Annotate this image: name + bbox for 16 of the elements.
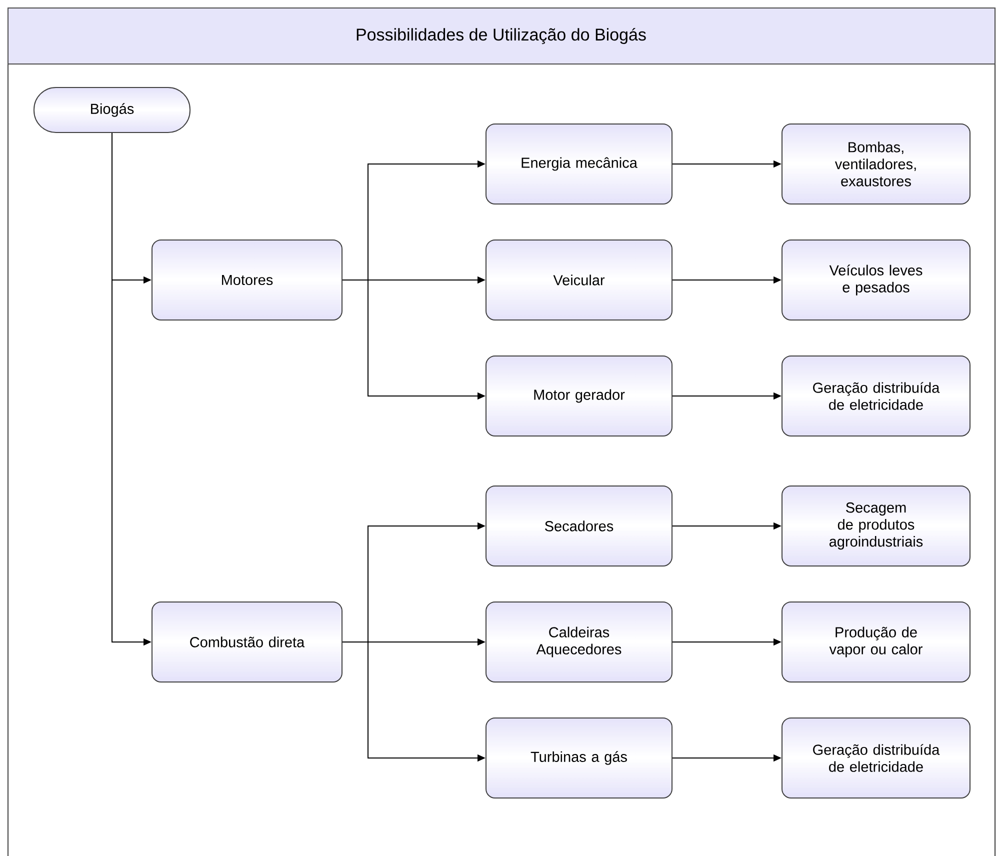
process-box: Secadores — [486, 486, 672, 566]
process-box: Motor gerador — [486, 356, 672, 436]
process-box: Turbinas a gás — [486, 718, 672, 798]
terminal-oval: Biogás — [34, 87, 190, 133]
process-box: Bombas, ventiladores, exaustores — [782, 124, 970, 204]
process-box: Combustão direta — [152, 602, 342, 682]
process-box: Veicular — [486, 240, 672, 320]
process-box: Motores — [152, 240, 342, 320]
process-box: Caldeiras Aquecedores — [486, 602, 672, 682]
process-box: Geração distribuída de eletricidade — [782, 718, 970, 798]
process-box: Secagem de produtos agroindustriais — [782, 486, 970, 566]
process-box: Produção de vapor ou calor — [782, 602, 970, 682]
title-band: Possibilidades de Utilização do Biogás — [8, 8, 996, 64]
process-box: Geração distribuída de eletricidade — [782, 356, 970, 436]
process-box: Energia mecânica — [486, 124, 672, 204]
process-box: Veículos leves e pesados — [782, 240, 970, 320]
